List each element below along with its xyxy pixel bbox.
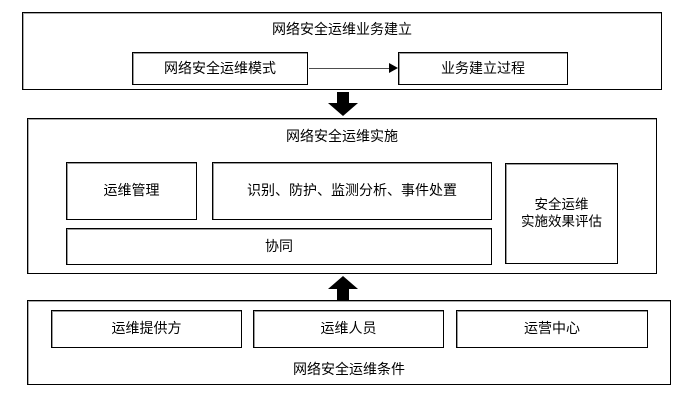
assessment-label-line1: 安全运维 (534, 196, 589, 212)
arrow-down-shaft (337, 92, 349, 104)
arrow-down-head (328, 103, 358, 116)
bottom-section-title: 网络安全运维条件 (293, 361, 405, 377)
arrow-right-icon (389, 63, 398, 73)
box-network-security-ops-mode: 网络安全运维模式 (132, 52, 308, 85)
arrow-up-head (328, 276, 358, 289)
middle-section-title: 网络安全运维实施 (286, 128, 398, 144)
arrow-down-icon (328, 92, 358, 116)
box-operations-center: 运营中心 (456, 310, 648, 348)
arrow-up-icon (328, 276, 358, 300)
box-operations-management: 运维管理 (66, 162, 197, 220)
box-operations-provider: 运维提供方 (51, 310, 242, 348)
top-section-frame (22, 12, 662, 90)
arrow-mode-to-process-shaft (309, 68, 391, 69)
box-identify-protect-monitor-respond: 识别、防护、监测分析、事件处置 (212, 162, 492, 220)
assessment-label-line2: 实施效果评估 (521, 213, 602, 229)
assessment-label-wrapper: 安全运维 实施效果评估 (521, 197, 602, 231)
box-operations-personnel: 运维人员 (253, 310, 444, 348)
box-security-operations-effect-assessment: 安全运维 实施效果评估 (505, 163, 618, 264)
box-collaboration: 协同 (66, 228, 492, 265)
top-section-title: 网络安全运维业务建立 (272, 21, 412, 37)
arrow-up-shaft (337, 288, 349, 300)
box-business-establishment-process: 业务建立过程 (398, 52, 568, 85)
